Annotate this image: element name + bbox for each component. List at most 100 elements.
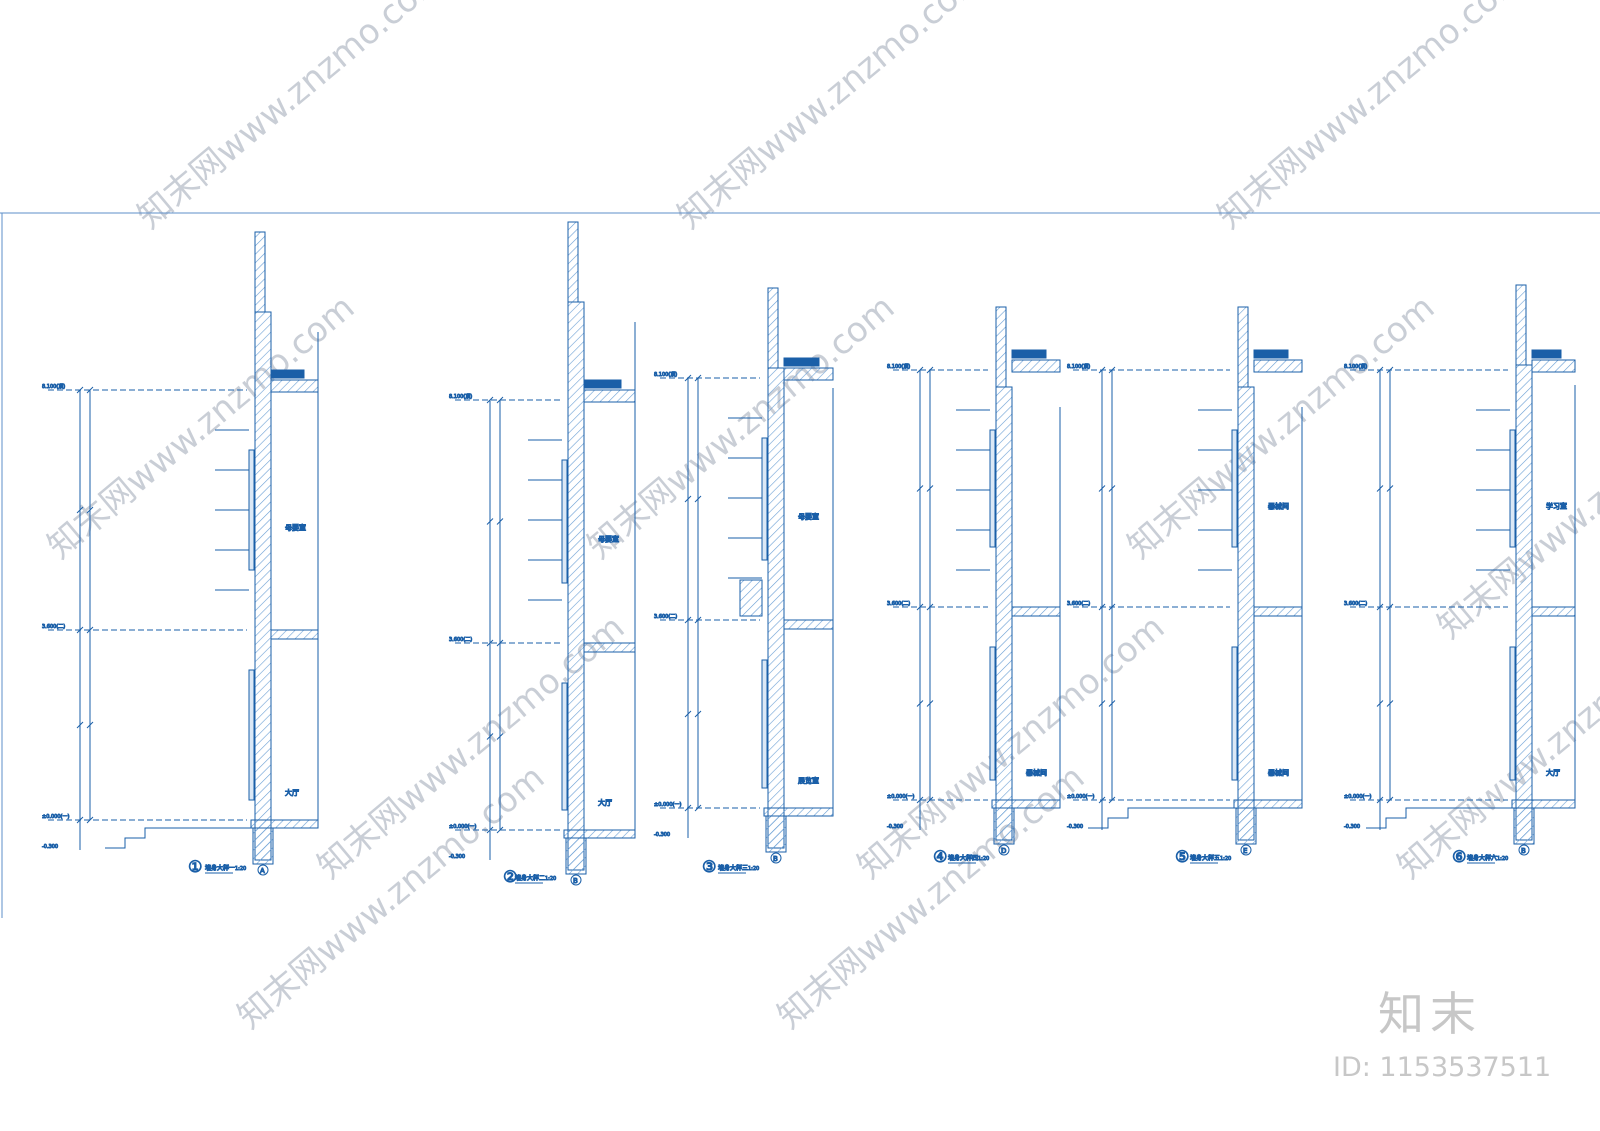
dimension-tick xyxy=(1108,603,1116,611)
dimension-tick xyxy=(496,826,504,834)
louver-panel xyxy=(739,579,763,617)
dimension-tick xyxy=(1376,700,1384,707)
dimension-tick xyxy=(86,386,94,394)
roof-slab xyxy=(1253,359,1303,373)
dimension-tick xyxy=(486,639,494,647)
room-label-lower: 器械间 xyxy=(1026,768,1047,777)
dimension-tick xyxy=(496,518,504,525)
level-label: ±0.000(一) xyxy=(1067,794,1094,800)
ground-slab xyxy=(991,799,1061,809)
section-number: ④ xyxy=(933,847,947,866)
room-label-upper: 器械间 xyxy=(1268,502,1289,511)
section-scale: 1:20 xyxy=(1497,856,1508,862)
dimension-tick xyxy=(1108,485,1116,492)
dimension-tick xyxy=(86,721,94,729)
dimension-tick xyxy=(916,366,924,374)
roof-insulation xyxy=(1253,349,1289,359)
wall-body xyxy=(567,301,585,871)
room-label-lower: 大厅 xyxy=(598,798,612,807)
axis-label: B xyxy=(1521,847,1526,855)
wall-body xyxy=(767,367,785,849)
wall-body xyxy=(995,386,1013,841)
parapet xyxy=(567,221,579,303)
dimension-tick xyxy=(1376,603,1384,611)
foundation xyxy=(1513,807,1535,845)
section-title: 墙身大样二 xyxy=(515,874,545,882)
level-label: 8.100(顶) xyxy=(449,394,472,400)
watermark-layer: 知末网www.znzmo.com 知末网www.znzmo.com 知末网www.z… xyxy=(40,0,1600,1037)
brand-logo: 知末 xyxy=(1378,987,1482,1041)
level-label: ±0.000(一) xyxy=(42,814,69,820)
dimension-tick xyxy=(916,603,924,611)
floor-slab xyxy=(783,619,834,630)
dimension-tick xyxy=(916,700,924,707)
room-label-upper: 母婴室 xyxy=(598,535,619,544)
axis-bubble xyxy=(257,864,269,876)
dimension-tick xyxy=(496,639,504,647)
dimension-tick xyxy=(684,804,692,812)
parapet xyxy=(995,306,1007,388)
axis-label: E xyxy=(1243,847,1247,855)
window-glazing xyxy=(1509,646,1516,781)
dimension-tick xyxy=(916,485,924,492)
dimension-tick xyxy=(926,366,934,374)
dimension-tick xyxy=(86,506,94,514)
watermark-text: 知末网www.znzmo.com xyxy=(1120,287,1442,566)
roof-insulation xyxy=(1531,349,1562,359)
roof-slab xyxy=(1531,359,1576,373)
room-label-lower: 大厅 xyxy=(1546,768,1560,777)
level-label: -0.300 xyxy=(1344,824,1360,830)
watermark-text: 知末网www.znzmo.com xyxy=(670,0,992,237)
floor-slab xyxy=(1531,606,1576,617)
roof-insulation xyxy=(270,369,305,379)
section-title: 墙身大样六 xyxy=(1467,854,1497,862)
level-label: ±0.000(一) xyxy=(654,802,681,808)
room-label-lower: 器械间 xyxy=(1268,768,1289,777)
dimension-tick xyxy=(486,826,494,834)
dimension-tick xyxy=(684,495,692,503)
section-number: ② xyxy=(503,867,517,886)
level-label: 8.100(顶) xyxy=(1067,364,1090,370)
wall-body xyxy=(1515,364,1533,841)
image-id: ID: 1153537511 xyxy=(1333,1052,1552,1083)
dimension-tick xyxy=(694,804,702,812)
foundation xyxy=(993,807,1015,845)
entrance-steps xyxy=(1088,807,1234,829)
level-label: -0.300 xyxy=(449,854,465,860)
dimension-tick xyxy=(1376,366,1384,374)
section-scale: 1:20 xyxy=(1220,856,1231,862)
dimension-tick xyxy=(1108,796,1116,804)
section-scale: 1:20 xyxy=(748,866,759,872)
level-label: ±0.000(一) xyxy=(887,794,914,800)
dimension-tick xyxy=(496,733,504,740)
foundation xyxy=(565,837,587,875)
watermark-text: 知末网www.znzmo.com xyxy=(40,287,362,566)
room-label-upper: 母婴室 xyxy=(285,523,306,532)
room-label-upper: 母婴室 xyxy=(798,512,819,521)
dimension-tick xyxy=(76,386,84,394)
axis-bubble xyxy=(1518,844,1530,856)
roof-slab xyxy=(583,389,636,403)
axis-label: B xyxy=(573,877,578,885)
window-glazing xyxy=(561,682,568,811)
parapet xyxy=(1515,284,1527,366)
dimension-tick xyxy=(76,816,84,824)
dimension-tick xyxy=(76,506,84,514)
dimension-tick xyxy=(1386,700,1394,707)
roof-insulation xyxy=(1011,349,1047,359)
dimension-tick xyxy=(496,396,504,404)
dimension-tick xyxy=(684,374,692,382)
section-number: ③ xyxy=(702,857,716,876)
dimension-tick xyxy=(486,396,494,404)
dimension-tick xyxy=(1376,796,1384,804)
window-glazing xyxy=(989,429,996,548)
axis-label: A xyxy=(260,867,265,875)
level-label: 3.600(二) xyxy=(449,637,472,643)
foundation xyxy=(1235,807,1257,845)
sheet-frame xyxy=(0,212,1600,918)
axis-label: D xyxy=(1001,847,1006,855)
dimension-tick xyxy=(1386,485,1394,492)
